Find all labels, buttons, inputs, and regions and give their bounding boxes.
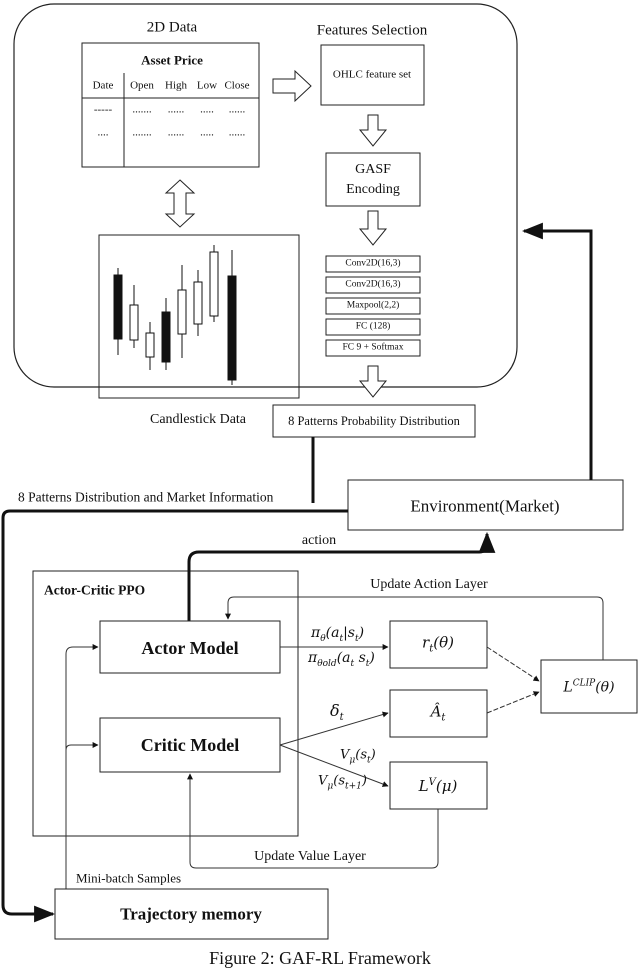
table-cell: ...... (228, 103, 246, 116)
actor-critic-title: Actor-Critic PPO (44, 582, 146, 598)
asset-price-table (81, 42, 260, 168)
environment-label: Environment(Market) (410, 496, 560, 516)
hollow-double-arrow-icon (164, 179, 196, 228)
ohlc-box (320, 44, 425, 106)
table-header-cell: Open (130, 79, 154, 92)
table-header-cell: Date (92, 79, 114, 92)
table-header-cell: Close (224, 79, 250, 92)
patterns-box-label: 8 Patterns Probability Distribution (288, 413, 460, 428)
critic-model-label: Critic Model (140, 735, 240, 755)
feature-extraction-panel (13, 3, 518, 388)
hollow-arrow-down-icon (358, 114, 388, 147)
table-cell: ...... (167, 103, 185, 116)
environment-box (347, 479, 624, 531)
old-policy-formula: πθold(at st) (308, 650, 375, 669)
clip-loss-box (540, 659, 638, 714)
encoding-label: Encoding (346, 182, 400, 197)
gasf-box (325, 152, 421, 207)
actor-model-label: Actor Model (141, 638, 239, 658)
policy-formula: πθ(at|st) (311, 625, 365, 644)
ratio-formula: rt(θ) (422, 633, 454, 655)
update-action-label: Update Action Layer (370, 577, 488, 592)
update-value-label: Update Value Layer (254, 849, 366, 864)
value-loss-formula: LV(μ) (418, 777, 458, 795)
table-cell: ----- (93, 103, 113, 116)
patterns-distribution-box (272, 404, 476, 438)
table-cell: .... (97, 126, 109, 139)
cnn-layer-label: Conv2D(16,3) (345, 258, 401, 269)
trajectory-memory-box (54, 888, 329, 940)
ohlc-label: OHLC feature set (332, 68, 412, 81)
candlestick-label: Candlestick Data (149, 412, 247, 427)
ratio-box (389, 620, 488, 669)
hollow-arrow-down-icon (358, 365, 388, 398)
minibatch-label: Mini-batch Samples (76, 870, 182, 886)
cnn-layer-label: Maxpool(2,2) (346, 300, 400, 311)
table-header-cell: High (165, 79, 187, 92)
gasf-label: GASF (355, 162, 391, 177)
candlestick-box (98, 234, 300, 399)
delta-formula: δt (330, 700, 344, 724)
advantage-box (389, 689, 488, 738)
table-cell: ..... (200, 126, 214, 139)
value-formula: Vμ(st) (340, 747, 376, 766)
action-label: action (301, 533, 337, 548)
cnn-layer-label: Conv2D(16,3) (345, 279, 401, 290)
trajectory-label: Trajectory memory (120, 904, 262, 924)
flow-label: 8 Patterns Distribution and Market Infor… (18, 489, 274, 505)
table-cell: ..... (200, 103, 214, 116)
table-cell: ....... (132, 126, 152, 139)
table-cell: ...... (167, 126, 185, 139)
figure-caption: Figure 2: GAF-RL Framework (209, 948, 431, 968)
candlestick-chart (113, 245, 237, 385)
next-value-formula: Vμ(st+1) (318, 773, 367, 792)
actor-critic-frame (32, 570, 299, 837)
cnn-layer-label: FC (128) (355, 321, 391, 332)
asset-table-title: Asset Price (141, 52, 203, 68)
clip-loss-formula: LCLIP(θ) (563, 678, 615, 696)
table-cell: ...... (228, 126, 246, 139)
hollow-arrow-down-icon (358, 210, 388, 246)
cnn-layers (325, 255, 421, 357)
hollow-arrow-right-icon (272, 69, 312, 103)
table-header-cell: Low (196, 79, 218, 92)
features-selection-label: Features Selection (316, 22, 428, 39)
data-2d-label: 2D Data (146, 19, 198, 36)
table-cell: ....... (132, 103, 152, 116)
advantage-formula: Ât (430, 702, 446, 724)
cnn-layer-label: FC 9 + Softmax (342, 342, 404, 353)
